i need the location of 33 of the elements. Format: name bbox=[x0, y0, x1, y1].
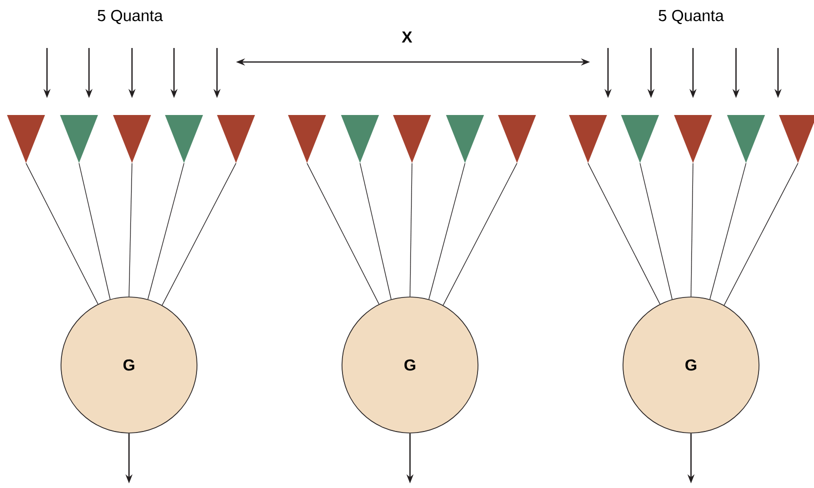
connecting-line bbox=[640, 162, 672, 300]
distance-label: X bbox=[402, 32, 412, 42]
cone-triangle bbox=[727, 115, 765, 163]
quanta-label: 5 Quanta bbox=[98, 10, 163, 24]
connecting-line bbox=[588, 162, 660, 304]
cone-triangle bbox=[288, 115, 326, 163]
cone-triangle bbox=[779, 115, 814, 163]
connecting-line bbox=[710, 162, 746, 300]
cone-triangle bbox=[393, 115, 431, 163]
cone-triangle bbox=[7, 115, 45, 163]
connecting-line bbox=[442, 162, 518, 306]
connecting-line bbox=[26, 162, 98, 304]
cone-triangle bbox=[674, 115, 712, 163]
connecting-line bbox=[360, 162, 392, 300]
quanta-label: 5 Quanta bbox=[658, 10, 724, 24]
cone-triangle bbox=[113, 115, 151, 163]
cone-triangle bbox=[341, 115, 379, 163]
cone-triangle bbox=[446, 115, 484, 163]
connecting-line bbox=[428, 162, 466, 300]
connecting-line bbox=[306, 162, 380, 304]
connecting-line bbox=[162, 162, 236, 306]
cone-triangle bbox=[498, 115, 536, 163]
cone-triangle bbox=[60, 115, 98, 163]
cone-triangle bbox=[621, 115, 659, 163]
connecting-line bbox=[724, 162, 798, 306]
connecting-line bbox=[128, 162, 132, 297]
connecting-line bbox=[148, 162, 184, 300]
cone-triangle bbox=[569, 115, 607, 163]
cone-triangle bbox=[217, 115, 255, 163]
cone-triangle bbox=[165, 115, 203, 163]
connecting-line bbox=[690, 162, 694, 297]
connecting-line bbox=[78, 162, 110, 300]
connecting-line bbox=[410, 162, 412, 297]
